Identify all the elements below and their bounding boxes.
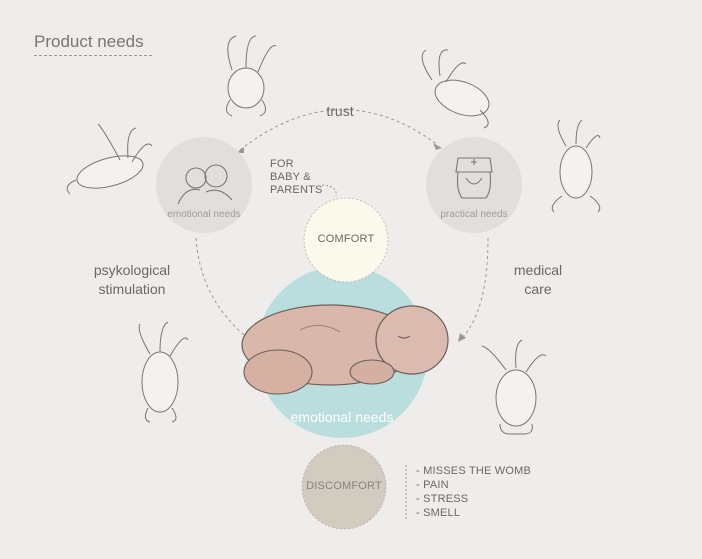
baby-illustration xyxy=(241,304,449,395)
care-label: care xyxy=(524,281,552,297)
right-path xyxy=(461,237,489,339)
trust-arc xyxy=(239,109,439,151)
discomfort-label: DISCOMFORT xyxy=(306,480,382,492)
stimulation-label: stimulation xyxy=(98,281,166,297)
bunny-toy-bottom-right xyxy=(481,339,547,435)
center-label: emotional needs xyxy=(290,409,394,425)
psykological-label: psykological xyxy=(93,262,171,278)
discomfort-item: - SMELL xyxy=(416,507,461,519)
page-title: Product needs xyxy=(34,32,144,51)
bunny-toy-top-right xyxy=(421,49,490,129)
title-underline xyxy=(34,55,152,56)
emotional-needs-circle-label: emotional needs xyxy=(167,209,241,220)
right-path-arrow xyxy=(458,333,466,342)
practical-needs-circle-label: practical needs xyxy=(440,209,508,220)
discomfort-circle xyxy=(301,444,387,530)
nurse-icon xyxy=(455,157,493,199)
bunny-toy-top-left xyxy=(226,35,277,117)
practical-needs-circle xyxy=(426,137,522,233)
bunny-toy-bottom-left xyxy=(138,321,189,423)
comfort-note-line1: FOR xyxy=(270,158,294,170)
medical-label: medical xyxy=(513,262,563,278)
note-connector xyxy=(321,184,337,197)
comfort-note-line3: PARENTS xyxy=(270,184,323,196)
comfort-label: COMFORT xyxy=(317,233,375,245)
comfort-note-line2: BABY & xyxy=(270,171,311,183)
comfort-circle xyxy=(303,197,389,283)
bunny-toy-right xyxy=(551,119,601,213)
trust-arrow-right xyxy=(433,143,442,150)
two-heads-icon xyxy=(177,164,233,205)
discomfort-item: - MISSES THE WOMB xyxy=(416,465,532,477)
left-path xyxy=(195,237,251,341)
emotional-needs-circle xyxy=(156,137,252,233)
trust-label: trust xyxy=(326,103,354,119)
discomfort-item: - PAIN xyxy=(416,479,449,491)
discomfort-item: - STRESS xyxy=(416,493,469,505)
bunny-toy-left xyxy=(66,123,153,195)
